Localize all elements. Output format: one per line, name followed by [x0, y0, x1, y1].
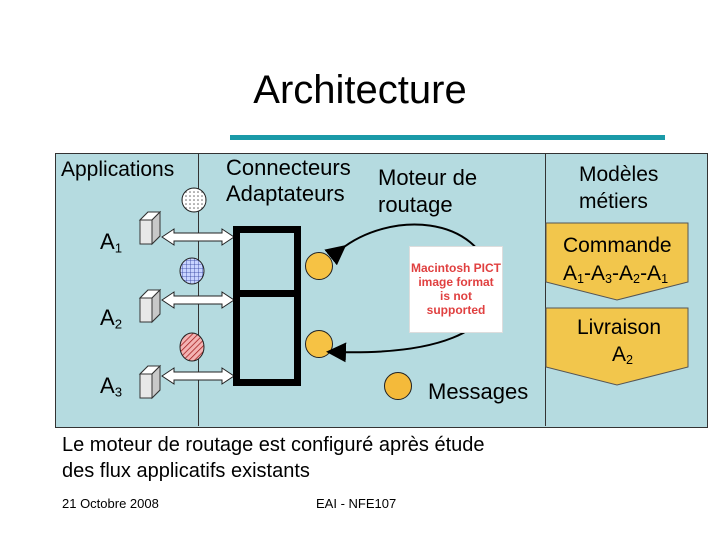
grid-adapter-icon	[179, 257, 205, 285]
app-label-a3: A3	[100, 373, 123, 400]
moteur-header-line2: routage	[378, 192, 453, 217]
commande-sequence: A1-A3-A2-A1	[563, 262, 669, 287]
hatched-adapter-icon	[179, 332, 205, 362]
connecteurs-header: Connecteurs	[226, 155, 351, 180]
conclusion-line-1: Le moteur de routage est configuré après…	[62, 434, 485, 456]
bus-right-bar	[294, 226, 301, 386]
app-cube-icon-2	[138, 288, 162, 324]
app-cube-icon-3	[138, 364, 162, 400]
adaptateurs-header: Adaptateurs	[226, 181, 345, 206]
livraison-title: Livraison	[577, 316, 662, 339]
plain-adapter-icon	[181, 187, 207, 213]
connector-arrow-1	[161, 228, 235, 246]
messages-label: Messages	[428, 379, 529, 404]
slide-title: Architecture	[253, 68, 467, 112]
connector-arrow-2	[161, 291, 235, 309]
conclusion-text: Le moteur de routage est configuré après…	[62, 432, 582, 484]
bus-middle-bar	[233, 290, 301, 297]
bus-left-bar	[233, 226, 240, 386]
unsupported-image-placeholder: Macintosh PICT image format is not suppo…	[409, 246, 503, 333]
modeles-header-line2: métiers	[579, 190, 648, 213]
app-label-a2: A2	[100, 305, 123, 332]
messages-node	[384, 372, 412, 400]
modeles-header-line1: Modèles	[579, 163, 659, 186]
livraison-pentagon-shape	[545, 307, 689, 386]
bus-top-bar	[233, 226, 301, 233]
footer-date: 21 Octobre 2008	[62, 496, 159, 511]
pict-line-2: image format	[418, 275, 494, 289]
applications-header: Applications	[61, 158, 175, 181]
livraison-app: A2	[612, 343, 634, 368]
connector-arrow-3	[161, 367, 235, 385]
column-divider-2	[545, 153, 546, 426]
app-label-a1: A1	[100, 229, 123, 256]
footer-course: EAI - NFE107	[316, 496, 397, 511]
commande-title: Commande	[563, 234, 672, 257]
bus-bottom-bar	[233, 379, 301, 386]
column-divider-1	[198, 153, 199, 426]
pict-line-1: Macintosh PICT	[410, 261, 501, 275]
app-cube-icon-1	[138, 210, 162, 246]
conclusion-line-2: des flux applicatifs existants	[62, 460, 310, 482]
pict-line-3: is not supported	[426, 289, 486, 317]
title-rule	[230, 135, 665, 140]
commande-pentagon-shape	[545, 222, 689, 301]
moteur-header-line1: Moteur de	[378, 165, 478, 190]
